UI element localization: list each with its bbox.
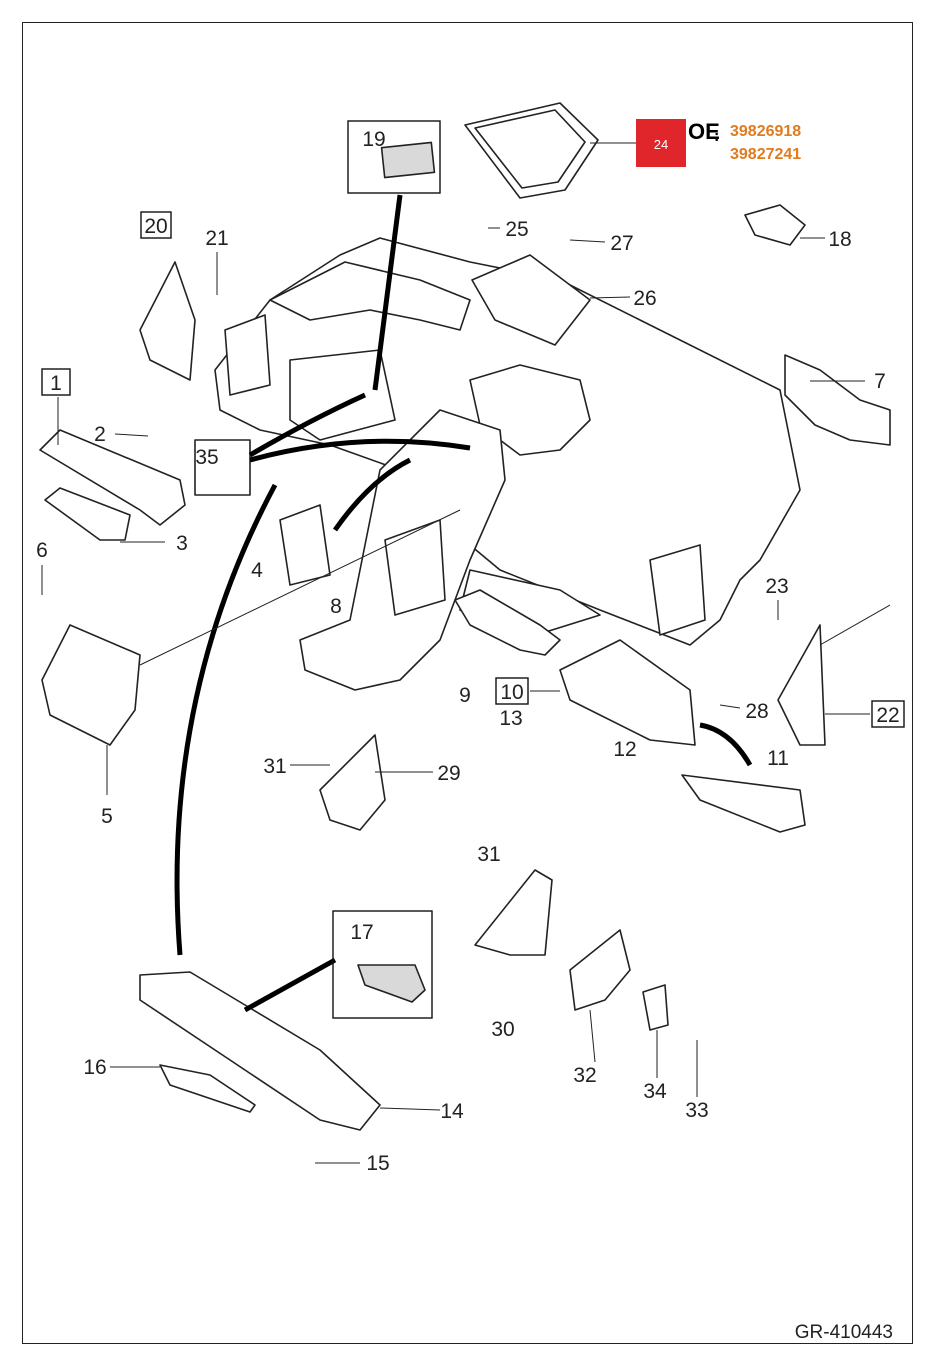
small-parts	[39, 141, 806, 1131]
label-32: 32	[573, 1064, 596, 1087]
label-14: 14	[440, 1100, 464, 1123]
oe-separator: :	[714, 128, 719, 145]
label-35: 35	[195, 446, 218, 469]
svg-text:20: 20	[144, 215, 167, 238]
label-9: 9	[459, 684, 471, 707]
label-1: 1	[41, 368, 71, 396]
oe-prefix: OE	[688, 119, 720, 144]
dashboard-assembly	[139, 237, 891, 746]
label-23: 23	[765, 575, 788, 598]
assembly-arrows	[174, 194, 753, 1013]
svg-text:1: 1	[50, 372, 62, 395]
label-19: 19	[347, 120, 441, 194]
label-11: 11	[767, 747, 789, 770]
label-6: 6	[36, 539, 48, 562]
label-15: 15	[366, 1152, 389, 1175]
label-31-upper: 31	[263, 755, 286, 778]
leader-lines	[41, 142, 891, 1164]
highlight-box	[636, 119, 686, 167]
label-27: 27	[610, 232, 633, 255]
label-31-lower: 31	[477, 843, 500, 866]
part-labels: 1 2 3 4 5 6 7 8 9 10 11 12 13 14 15 16 1…	[36, 120, 905, 1175]
label-17: 17	[332, 910, 433, 1019]
label-28: 28	[745, 700, 768, 723]
svg-text:19: 19	[362, 128, 385, 151]
label-3: 3	[176, 532, 188, 555]
part-24-cover[interactable]	[464, 102, 599, 199]
label-2: 2	[94, 423, 106, 446]
label-30: 30	[491, 1018, 514, 1041]
highlight-part-24[interactable]: 24	[636, 119, 686, 167]
highlight-part-number: 24	[654, 137, 668, 152]
label-22: 22	[871, 700, 905, 728]
label-13: 13	[499, 707, 522, 730]
label-7: 7	[874, 370, 886, 393]
label-4: 4	[251, 559, 263, 582]
label-5: 5	[101, 805, 113, 828]
oe-number-1: 39826918	[730, 123, 801, 140]
label-33: 33	[685, 1099, 708, 1122]
label-34: 34	[643, 1080, 667, 1103]
label-18: 18	[828, 228, 851, 251]
label-8: 8	[330, 595, 342, 618]
label-10: 10	[495, 677, 529, 705]
diagram-frame	[22, 22, 913, 1344]
label-29: 29	[437, 762, 460, 785]
svg-text:17: 17	[350, 921, 373, 944]
svg-text:10: 10	[500, 681, 523, 704]
label-20: 20	[140, 211, 172, 239]
label-21: 21	[205, 227, 228, 250]
label-26: 26	[633, 287, 656, 310]
label-25: 25	[505, 218, 528, 241]
label-12: 12	[613, 738, 636, 761]
diagram-reference-code: GR-410443	[795, 1322, 893, 1343]
svg-text:22: 22	[876, 704, 899, 727]
oe-number-2: 39827241	[730, 146, 801, 163]
oe-reference: OE : 39826918 39827241	[688, 119, 801, 163]
label-16: 16	[83, 1056, 106, 1079]
